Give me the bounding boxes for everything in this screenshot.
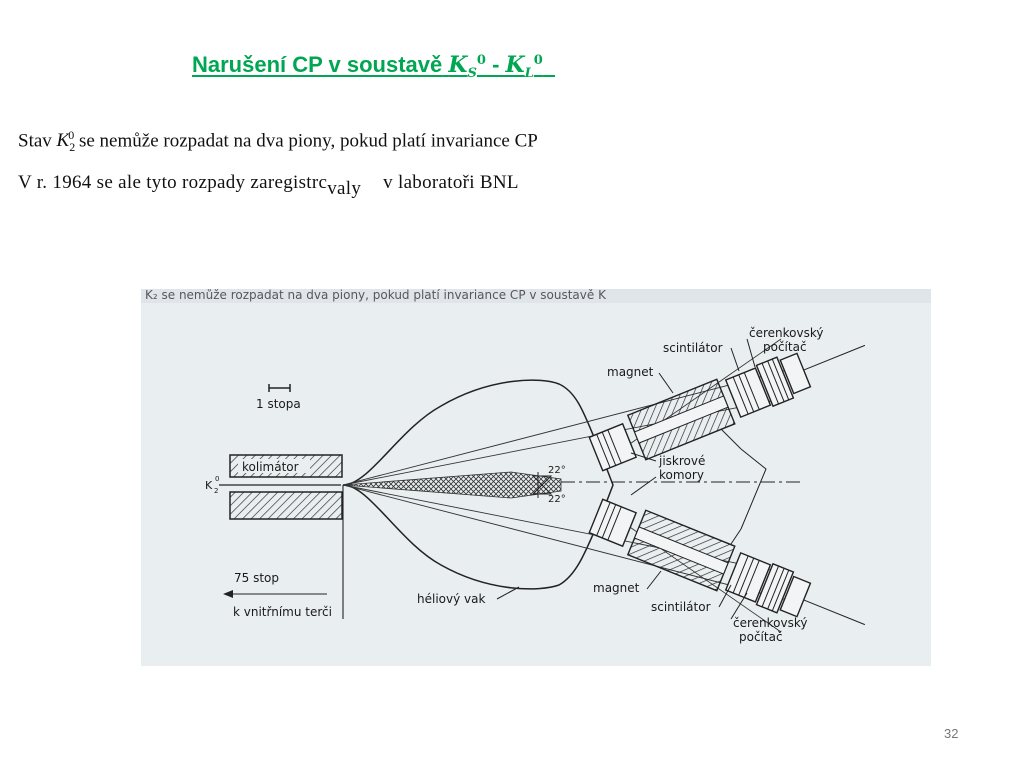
cerenkov-bottom-label-2: počítač xyxy=(739,630,783,644)
scan-bleed-text: K₂ se nemůže rozpadat na dva piony, poku… xyxy=(145,289,607,302)
line2-c: v laboratoři BNL xyxy=(383,172,519,193)
line1-post: se nemůže rozpadat na dva piony, pokud p… xyxy=(78,130,538,152)
scintillator-lower xyxy=(755,562,795,614)
spark-chamber-lower-2 xyxy=(724,551,772,603)
title-sup-s: 0 xyxy=(476,53,486,68)
scale-label: 1 stopa xyxy=(256,397,301,411)
spark-chamber-upper-2 xyxy=(724,367,772,419)
slide-title: Narušení CP v soustavě KS0 - KL0 xyxy=(192,52,555,81)
scint-top-label: scintilátor xyxy=(663,341,723,355)
spark-label-1: jiskrové xyxy=(658,454,705,468)
target-distance: 75 stop xyxy=(234,571,279,585)
collimator-lower xyxy=(229,491,343,520)
spark-chamber-upper-1 xyxy=(588,422,638,472)
scint-bottom-label: scintilátor xyxy=(651,600,711,614)
k2-symbol: K20 xyxy=(56,128,76,155)
page-number: 32 xyxy=(944,726,959,741)
helium-bag xyxy=(342,379,614,590)
magnet-top-label: magnet xyxy=(607,365,654,379)
angle-lower: 22° xyxy=(548,494,566,505)
title-text: Narušení CP v soustavě xyxy=(192,52,443,77)
spark-chamber-lower-1 xyxy=(588,498,638,548)
beam-label: K xyxy=(205,479,213,492)
cerenkov-top-label-1: čerenkovský xyxy=(749,326,823,340)
experiment-diagram: K₂ se nemůže rozpadat na dva piony, poku… xyxy=(141,288,931,666)
angle-marker xyxy=(531,472,553,498)
k2-sub: 2 xyxy=(69,140,76,155)
decay-volume xyxy=(342,471,562,499)
k2-sup: 0 xyxy=(68,128,75,142)
title-sub-l: L xyxy=(524,66,534,81)
spark-chamber-leaders xyxy=(630,428,767,545)
upper-detector-arm xyxy=(588,344,866,472)
magnet-bottom-label: magnet xyxy=(593,581,640,595)
beam-sup: 0 xyxy=(215,475,219,483)
text-line-2: V r. 1964 se ale tyto rozpady zaregistrc… xyxy=(18,172,519,199)
title-k-long: KL0 xyxy=(505,52,543,81)
target-label: k vnitřnímu terči xyxy=(233,605,332,619)
angle-upper: 22° xyxy=(548,465,566,476)
title-k-symbol: K xyxy=(448,52,468,78)
line2-a: V r. 1964 se ale tyto rozpady zaregistrc xyxy=(18,172,328,193)
line2-b: valy xyxy=(327,178,362,199)
title-dash: - xyxy=(485,52,506,77)
helium-label: héliový vak xyxy=(417,592,485,606)
title-k-symbol-2: K xyxy=(505,52,525,78)
experiment-diagram-svg: K₂ se nemůže rozpadat na dva piony, poku… xyxy=(141,288,931,666)
text-line-1: Stav K20 se nemůže rozpadat na dva piony… xyxy=(18,128,538,155)
title-k-short: KS0 xyxy=(448,52,486,81)
line1-pre: Stav xyxy=(18,130,52,152)
cerenkov-top-label-2: počítač xyxy=(763,340,807,354)
cerenkov-bottom-label-1: čerenkovský xyxy=(733,616,807,630)
scintillator-upper xyxy=(755,356,795,408)
title-sub-s: S xyxy=(467,66,477,81)
spark-label-2: komory xyxy=(659,468,704,482)
beam-sub: 2 xyxy=(214,487,218,495)
k2-letter: K xyxy=(56,130,70,152)
collimator-label: kolimátor xyxy=(242,460,299,474)
lower-detector-arm xyxy=(588,498,866,626)
title-sup-l: 0 xyxy=(533,53,543,68)
scale-bar xyxy=(268,384,291,392)
